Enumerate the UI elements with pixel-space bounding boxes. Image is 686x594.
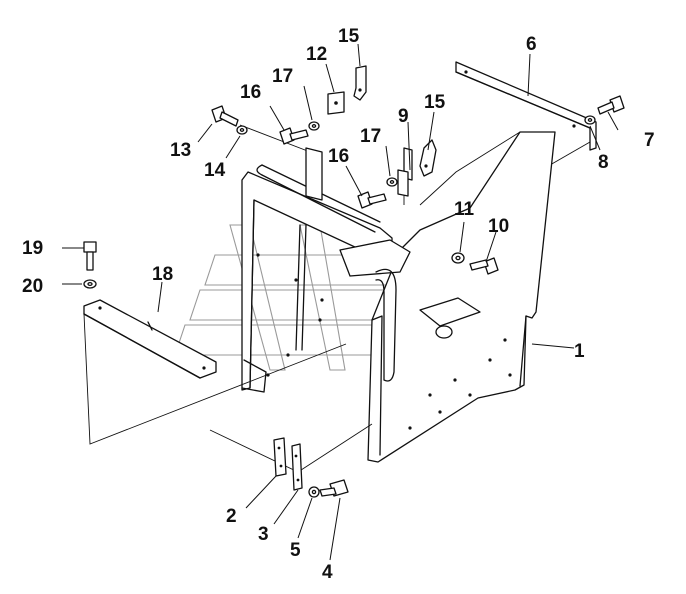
callout-15a: 15 [338,26,360,47]
callout-1: 1 [574,341,585,362]
part-3-strip [291,443,303,491]
part-14-washer [236,125,248,135]
part-16-bolt-upper [279,127,309,145]
part-19-bolt [83,241,97,271]
main-frame [241,147,411,393]
callout-3: 3 [258,524,269,545]
callout-14: 14 [204,160,226,181]
part-12-bracket [327,91,345,115]
part-10-bolt [469,257,499,275]
part-11-washer [451,252,465,264]
callout-18: 18 [152,264,173,285]
part-8-washer [584,115,596,125]
part-17-washer-lower [386,177,398,187]
callout-17a: 17 [272,66,293,87]
callout-20: 20 [22,276,43,297]
part-16-bolt-lower [357,191,387,209]
callout-17b: 17 [360,126,381,147]
callout-10: 10 [488,216,509,237]
callout-12: 12 [306,44,327,65]
leader-lines [62,43,619,561]
callout-16a: 16 [240,82,261,103]
callout-15b: 15 [424,92,446,113]
callout-19: 19 [22,238,43,259]
part-4-bolt [319,479,349,497]
callout-7: 7 [644,130,655,151]
callout-9: 9 [398,106,409,127]
part-6-rail-bracket [455,61,597,151]
callout-8: 8 [598,152,609,173]
callout-5: 5 [290,540,301,561]
part-9-bracket [397,147,413,197]
part-15-clip-lower [419,139,437,177]
callout-13: 13 [170,140,191,161]
callout-2: 2 [226,506,237,527]
part-5-washer [308,486,320,498]
part-1-side-panel [367,131,556,463]
part-17-washer-upper [308,121,320,131]
callout-labels: 1 2 3 4 5 6 7 8 9 10 11 12 13 14 15 15 1… [22,26,655,583]
part-2-strip [273,437,287,477]
part-13-bolt [211,105,239,127]
part-20-washer [83,279,97,289]
part-18-plate [83,299,373,473]
callout-4: 4 [322,562,333,583]
callout-11: 11 [454,199,475,220]
part-15-clip-upper [353,65,367,101]
part-7-bolt [597,95,625,115]
callout-6: 6 [526,34,537,55]
callout-16b: 16 [328,146,349,167]
